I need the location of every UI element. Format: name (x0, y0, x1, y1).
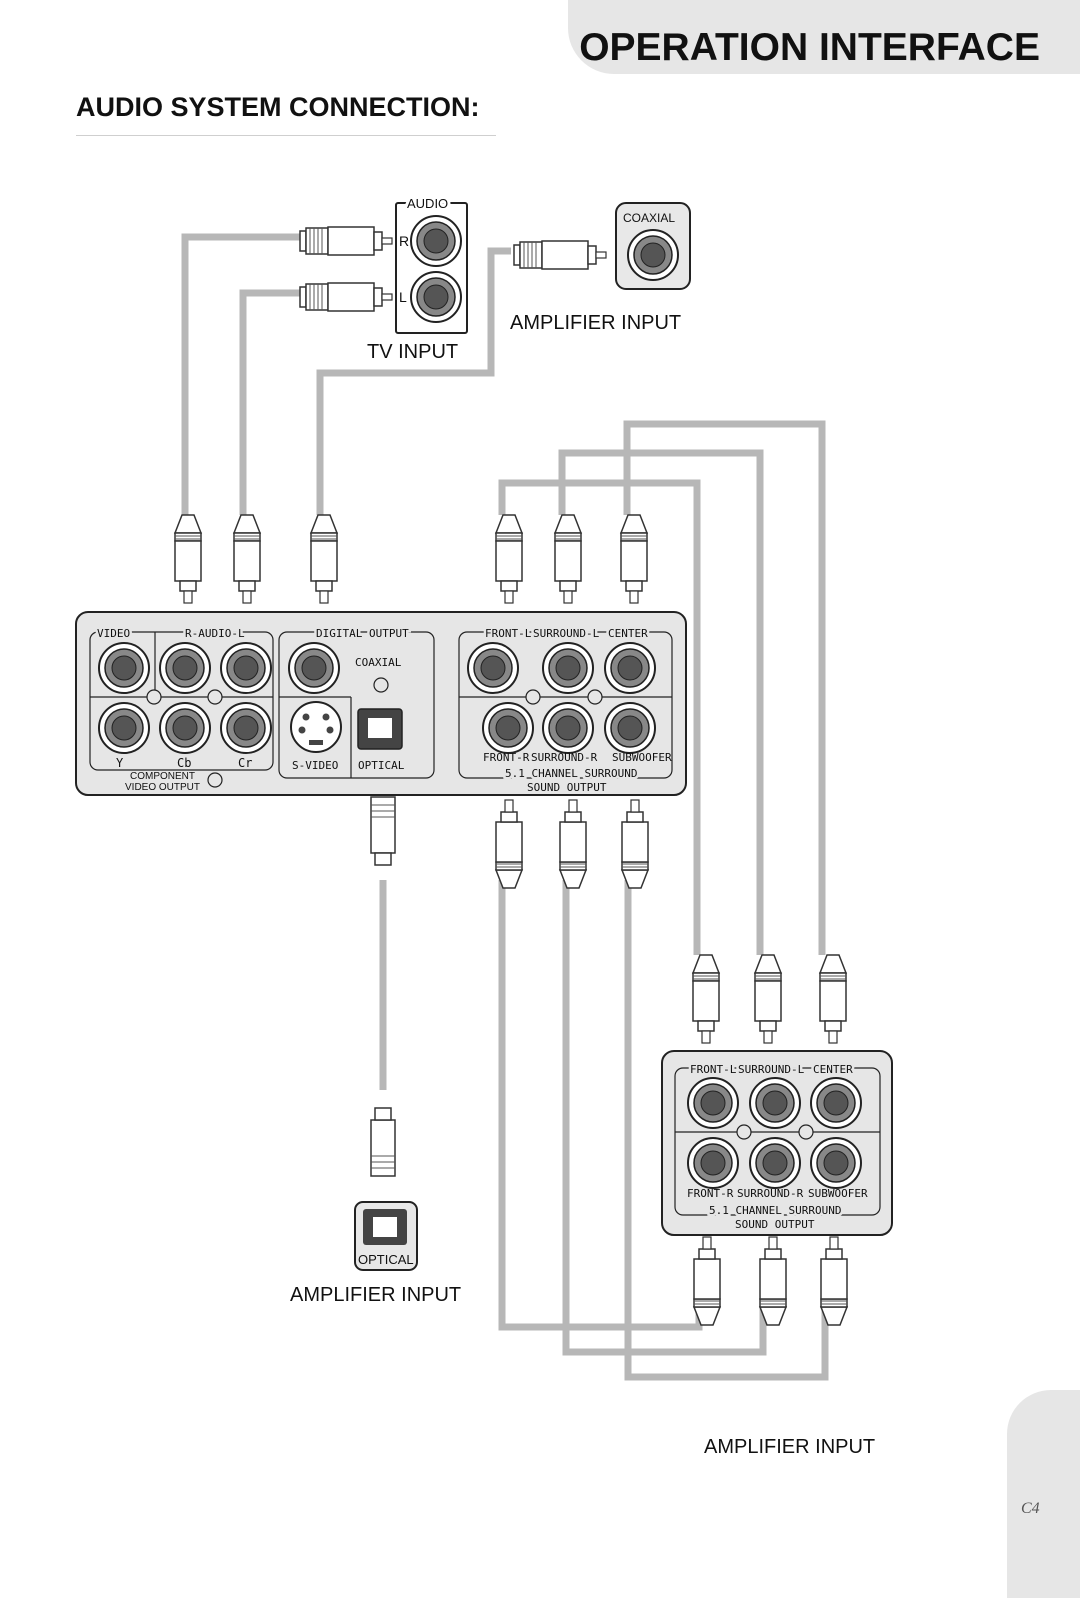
surround-l-jack (542, 642, 594, 694)
optical-plug-player (370, 796, 396, 866)
channel-label-1: 5.1 CHANNEL SURROUND (505, 767, 637, 780)
center-label: CENTER (608, 627, 648, 640)
video-jack (98, 642, 150, 694)
digital-output-label: DIGITAL OUTPUT (316, 627, 409, 640)
amp-center-label: CENTER (813, 1063, 853, 1076)
plugs-below-player (370, 796, 649, 889)
amp-front-l-label: FRONT-L (690, 1063, 737, 1076)
cable-front (498, 479, 701, 955)
amp-surround-r-label: SURROUND-R (737, 1187, 804, 1200)
optical-amp-caption: AMPLIFIER INPUT (290, 1284, 461, 1306)
audio-l-jack (220, 642, 272, 694)
s-video-jack (290, 701, 342, 753)
plugs-above-amplifier (692, 954, 847, 1044)
coaxial-amplifier: COAXIAL AMPLIFIER INPUT (510, 202, 691, 334)
cb-jack (159, 702, 211, 754)
subwoofer-label: SUBWOOFER (612, 751, 672, 764)
surround-r-label: SURROUND-R (531, 751, 598, 764)
amp-surround-r-jack (749, 1137, 801, 1189)
cable-surround (558, 449, 764, 955)
rca-plug-tv-r (299, 226, 393, 256)
section-divider (76, 135, 496, 136)
front-l-jack (467, 642, 519, 694)
audio-r-jack (159, 642, 211, 694)
amp-subwoofer-jack (810, 1137, 862, 1189)
surround-l-label: SURROUND-L (533, 627, 600, 640)
cable-out-2 (562, 880, 767, 1356)
front-r-label: FRONT-R (483, 751, 530, 764)
surround-amplifier: FRONT-L SURROUND-L CENTER FRONT-R SURROU… (661, 1050, 893, 1236)
tv-input-panel: AUDIO R L TV INPUT (299, 193, 468, 363)
audio-rl-label: R-AUDIO-L (185, 627, 245, 640)
component-label-2: VIDEO OUTPUT (125, 782, 200, 793)
surround-r-jack (542, 702, 594, 754)
tv-input-caption: TV INPUT (367, 341, 458, 363)
page-number: C4 (1021, 1500, 1040, 1517)
cr-jack (220, 702, 272, 754)
tv-audio-l-jack (410, 271, 462, 323)
header-tab: OPERATION INTERFACE (568, 0, 1080, 74)
coaxial-amp-caption: AMPLIFIER INPUT (510, 312, 681, 334)
center-jack (604, 642, 656, 694)
coaxial-jack (288, 642, 340, 694)
page-corner-tab (1007, 1390, 1080, 1598)
optical-amplifier: OPTICAL AMPLIFIER INPUT (290, 1107, 461, 1306)
cable-center (623, 420, 826, 955)
plugs-above-player (174, 514, 648, 604)
amp-channel-label-2: SOUND OUTPUT (735, 1218, 815, 1231)
video-label: VIDEO (97, 627, 130, 640)
optical-amp-jack-label: OPTICAL (358, 1252, 414, 1267)
tv-r-label: R (399, 233, 409, 249)
tv-audio-r-jack (410, 215, 462, 267)
coaxial-amp-jack (627, 229, 679, 281)
amp-front-l-jack (687, 1077, 739, 1129)
plugs-below-amplifier (693, 1236, 848, 1326)
cr-label: Cr (238, 756, 252, 770)
coaxial-label: COAXIAL (355, 656, 402, 669)
section-title: AUDIO SYSTEM CONNECTION: (76, 92, 480, 122)
player-rear-panel: VIDEO R-AUDIO-L DIGITAL OUTPUT FRONT-L S… (75, 611, 687, 796)
amp-subwoofer-label: SUBWOOFER (808, 1187, 868, 1200)
rca-plug-tv-l (299, 282, 393, 312)
front-r-jack (482, 702, 534, 754)
cable-out-3 (624, 880, 829, 1381)
tv-audio-label: AUDIO (407, 196, 448, 211)
amp-front-r-jack (687, 1137, 739, 1189)
amp-channel-label-1: 5.1 CHANNEL SURROUND (709, 1204, 841, 1217)
page-header-title: OPERATION INTERFACE (579, 26, 1040, 69)
coaxial-jack-label: COAXIAL (623, 211, 675, 225)
subwoofer-jack (604, 702, 656, 754)
s-video-label: S-VIDEO (292, 759, 338, 772)
cable-coaxial (316, 247, 511, 515)
surround-amp-caption: AMPLIFIER INPUT (704, 1436, 875, 1458)
amp-front-r-label: FRONT-R (687, 1187, 734, 1200)
amp-surround-l-label: SURROUND-L (738, 1063, 805, 1076)
rca-plug-coaxial-amp (513, 240, 607, 270)
tv-l-label: L (399, 289, 407, 305)
channel-label-2: SOUND OUTPUT (527, 781, 607, 794)
optical-jack (357, 708, 403, 750)
cable-audio-r (181, 233, 300, 515)
y-label: Y (116, 756, 124, 770)
front-l-label: FRONT-L (485, 627, 532, 640)
optical-label: OPTICAL (358, 759, 405, 772)
y-jack (98, 702, 150, 754)
amp-center-jack (810, 1077, 862, 1129)
component-label-1: COMPONENT (130, 771, 195, 782)
amp-surround-l-jack (749, 1077, 801, 1129)
cb-label: Cb (177, 756, 191, 770)
cable-audio-l (239, 289, 300, 515)
